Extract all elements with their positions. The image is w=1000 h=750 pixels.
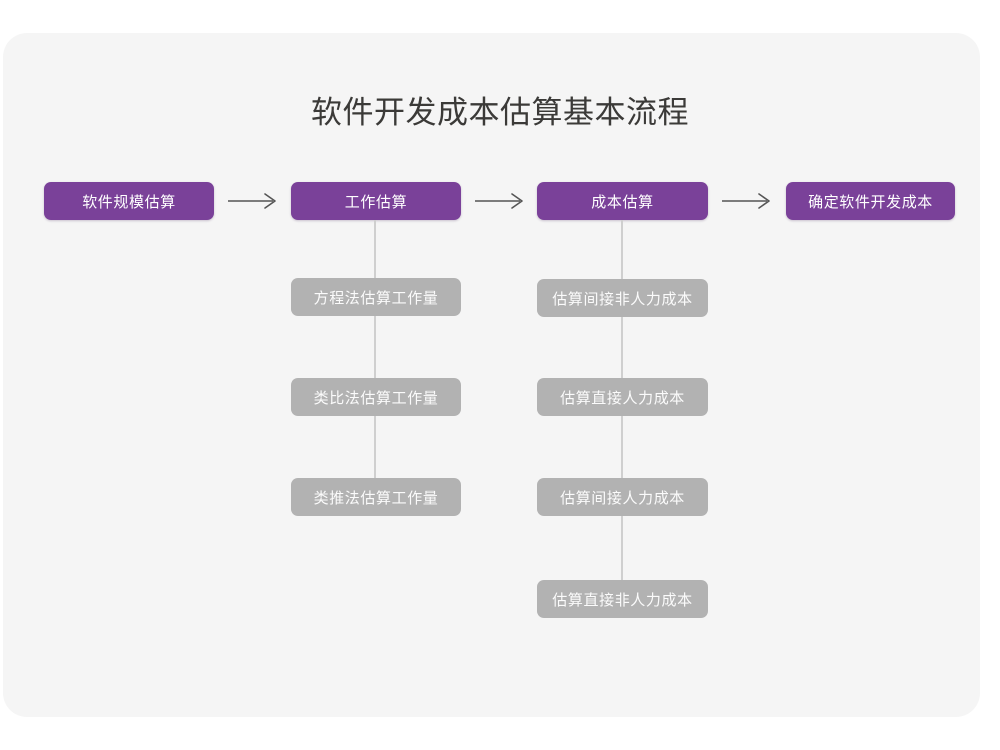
connector-work-2-to-work-3 <box>374 416 376 478</box>
branch-node-label: 估算直接人力成本 <box>560 389 685 407</box>
diagram-card-background <box>3 33 980 717</box>
branch-node-cost-1[interactable]: 估算间接非人力成本 <box>537 279 708 317</box>
branch-node-work-3[interactable]: 类推法估算工作量 <box>291 478 461 516</box>
connector-step3-to-cost-1 <box>621 220 623 279</box>
connector-cost-1-to-cost-2 <box>621 317 623 378</box>
connector-work-1-to-work-2 <box>374 316 376 378</box>
connector-cost-3-to-cost-4 <box>621 516 623 580</box>
flow-node-step-1[interactable]: 软件规模估算 <box>44 182 214 220</box>
flow-node-label: 成本估算 <box>591 193 654 211</box>
branch-node-work-2[interactable]: 类比法估算工作量 <box>291 378 461 416</box>
connector-cost-2-to-cost-3 <box>621 416 623 478</box>
flow-node-step-4[interactable]: 确定软件开发成本 <box>786 182 955 220</box>
branch-node-label: 估算间接非人力成本 <box>552 290 693 308</box>
branch-node-cost-2[interactable]: 估算直接人力成本 <box>537 378 708 416</box>
flow-node-label: 工作估算 <box>344 193 408 211</box>
branch-node-cost-3[interactable]: 估算间接人力成本 <box>537 478 708 516</box>
connector-step2-to-work-1 <box>374 220 376 278</box>
page-title: 软件开发成本估算基本流程 <box>311 95 689 130</box>
branch-node-label: 类推法估算工作量 <box>313 489 439 507</box>
branch-node-label: 估算直接非人力成本 <box>552 591 693 609</box>
branch-node-cost-4[interactable]: 估算直接非人力成本 <box>537 580 708 618</box>
flow-node-step-3[interactable]: 成本估算 <box>537 182 708 220</box>
branch-node-label: 类比法估算工作量 <box>313 389 439 407</box>
arrow-step1-to-step2-icon <box>228 193 276 209</box>
flow-node-label: 确定软件开发成本 <box>808 193 933 211</box>
flow-node-label: 软件规模估算 <box>82 193 176 211</box>
branch-node-label: 估算间接人力成本 <box>560 489 685 507</box>
arrow-step3-to-step4-icon <box>722 193 770 209</box>
flow-node-step-2[interactable]: 工作估算 <box>291 182 461 220</box>
arrow-step2-to-step3-icon <box>475 193 523 209</box>
branch-node-work-1[interactable]: 方程法估算工作量 <box>291 278 461 316</box>
branch-node-label: 方程法估算工作量 <box>313 289 439 307</box>
